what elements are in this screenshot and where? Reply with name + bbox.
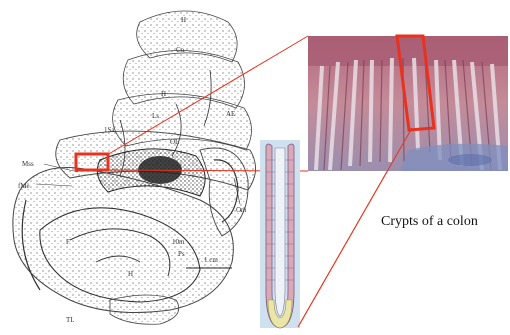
label-h-bottom: H (128, 270, 133, 278)
caption-crypts-of-colon: Crypts of a colon (381, 214, 478, 230)
label-10m: 10m (172, 238, 185, 246)
label-f: F (66, 238, 70, 246)
label-h-top: H (181, 16, 186, 24)
label-tl: TL (66, 316, 75, 324)
label-mss: Mss (22, 160, 34, 168)
crypt-illustration (260, 140, 300, 328)
label-om: Om (236, 206, 247, 214)
label-sa: 1Sa (104, 126, 115, 134)
label-co: Co (176, 46, 185, 54)
colon-anatomy-sketch: H Co H AE Ls 1Sa OL Mss fMe Om 10m Ps F … (13, 11, 256, 324)
label-ls: Ls (152, 112, 159, 120)
label-ae: AE (226, 110, 235, 118)
label-ps: Ps (178, 250, 185, 258)
label-scale: 1 cm (204, 256, 218, 264)
label-ol: OL (170, 138, 179, 146)
label-h-mid: H (161, 90, 166, 98)
label-fme: fMe (18, 182, 30, 190)
colon-micrograph (308, 36, 508, 171)
